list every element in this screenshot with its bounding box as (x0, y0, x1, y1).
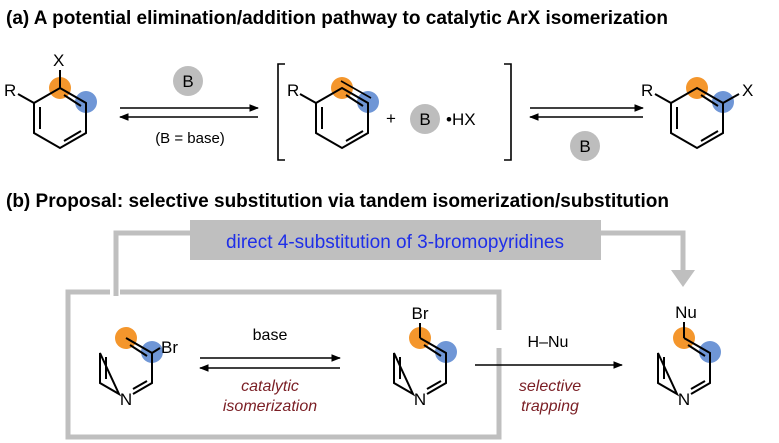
pyridine-2: Br N (393, 304, 457, 409)
equilibrium-arrow-1: B (B = base) (119, 66, 259, 147)
n-label: N (678, 390, 690, 409)
section-b-title: (b) Proposal: selective substitution via… (6, 191, 669, 212)
banner-text: direct 4-substitution of 3-bromopyridine… (226, 232, 564, 253)
start-molecule: R X (4, 51, 97, 150)
base-circle (570, 131, 600, 161)
section-a-title: (a) A potential elimination/addition pat… (6, 8, 668, 29)
n-label: N (120, 390, 132, 409)
left-bracket (277, 63, 285, 161)
hnu-label: H–Nu (528, 334, 569, 351)
base-label: B (419, 110, 430, 129)
base-label: B (182, 72, 193, 91)
hx-label: •HX (446, 110, 476, 129)
base-label: B (579, 137, 590, 156)
frame-arrowhead (671, 270, 695, 287)
selective-label: selective (519, 378, 581, 395)
r-label: R (287, 81, 299, 100)
equilibrium-arrow-2: B (529, 104, 644, 161)
pyridine-3: Nu N (657, 303, 721, 409)
n-label: N (414, 390, 426, 409)
br-label: Br (412, 304, 429, 323)
base-circle (173, 66, 203, 96)
r-label: R (4, 81, 16, 100)
frame (65, 230, 686, 440)
nu-label: Nu (675, 303, 697, 322)
aryne-intermediate: R (287, 77, 379, 150)
isomerization-label: isomerization (223, 398, 317, 415)
trapping-arrow: H–Nu selective trapping (475, 334, 623, 415)
plus-sign: + (386, 109, 396, 128)
banner (190, 220, 601, 260)
base-label: base (253, 327, 288, 344)
right-bracket (504, 63, 512, 161)
base-circle (410, 104, 440, 134)
base-condition: (B = base) (155, 130, 225, 147)
x-label: X (53, 51, 64, 70)
catalytic-label: catalytic (241, 378, 299, 395)
trapping-label: trapping (521, 398, 579, 415)
br-label: Br (161, 338, 178, 357)
isomerization-arrows: base catalytic isomerization (199, 327, 341, 415)
r-label: R (641, 81, 653, 100)
pyridine-1: Br N (99, 327, 178, 409)
x-label: X (742, 81, 753, 100)
product-molecule: R X (641, 77, 753, 150)
